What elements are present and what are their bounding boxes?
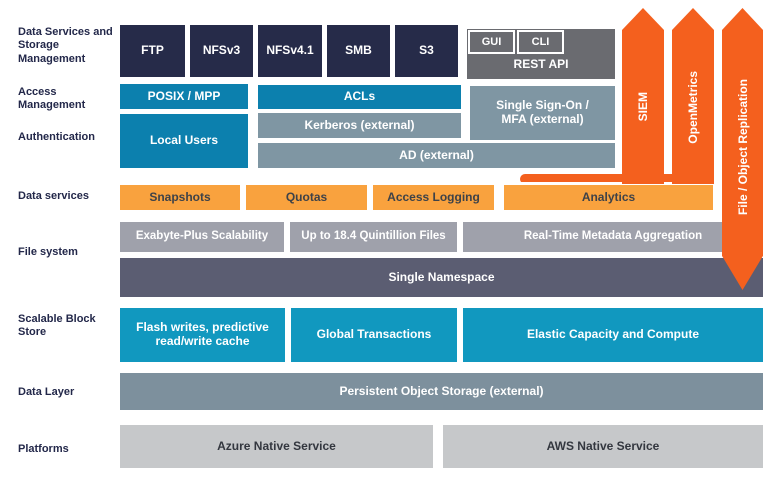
ad-external-box: AD (external) <box>258 143 615 168</box>
row-label-data-services-storage: Data Services and Storage Management <box>18 26 113 65</box>
snapshots-bar: Snapshots <box>120 185 240 210</box>
file-object-replication-arrow: File / Object Replication <box>722 8 763 290</box>
siem-arrow-label: SIEM <box>636 92 650 122</box>
persistent-object-storage-bar: Persistent Object Storage (external) <box>120 373 763 410</box>
azure-native-service-box: Azure Native Service <box>120 425 433 468</box>
sso-mfa-box: Single Sign-On / MFA (external) <box>470 86 615 140</box>
row-label-data-services: Data services <box>18 190 89 202</box>
analytics-bar: Analytics <box>501 182 716 213</box>
quintillion-files-bar: Up to 18.4 Quintillion Files <box>290 222 457 252</box>
row-label-scalable-block-store: Scalable Block Store <box>18 313 96 339</box>
file-object-replication-arrow-label: File / Object Replication <box>735 78 750 216</box>
quotas-bar: Quotas <box>246 185 367 210</box>
local-users-box: Local Users <box>120 114 248 168</box>
kerberos-box: Kerberos (external) <box>258 113 461 138</box>
access-logging-bar: Access Logging <box>373 185 494 210</box>
row-label-access-management: Access Management <box>18 86 86 112</box>
global-transactions-box: Global Transactions <box>291 308 457 362</box>
protocol-box-smb: SMB <box>327 25 390 77</box>
protocol-box-nfsv3: NFSv3 <box>190 25 253 77</box>
openmetrics-arrow-label: OpenMetrics <box>686 70 700 144</box>
cli-box: CLI <box>517 30 564 54</box>
posix-mpp-box: POSIX / MPP <box>120 84 248 109</box>
openmetrics-arrow: OpenMetrics <box>672 8 714 184</box>
aws-native-service-box: AWS Native Service <box>443 425 763 468</box>
exabyte-scalability-bar: Exabyte-Plus Scalability <box>120 222 284 252</box>
gui-box: GUI <box>468 30 515 54</box>
rest-api-label: REST API <box>513 57 569 72</box>
row-label-data-layer: Data Layer <box>18 386 75 398</box>
protocol-box-s3: S3 <box>395 25 458 77</box>
protocol-box-ftp: FTP <box>120 25 185 77</box>
protocol-box-nfsv41: NFSv4.1 <box>258 25 322 77</box>
elastic-capacity-box: Elastic Capacity and Compute <box>463 308 763 362</box>
row-label-authentication: Authentication <box>18 131 95 143</box>
flash-writes-box: Flash writes, predictive read/write cach… <box>120 308 285 362</box>
row-label-file-system: File system <box>18 246 78 258</box>
row-label-platforms: Platforms <box>18 443 69 455</box>
single-namespace-bar: Single Namespace <box>120 258 763 297</box>
siem-arrow: SIEM <box>622 8 664 184</box>
acls-box: ACLs <box>258 85 461 109</box>
analytics-to-arrows-connector <box>520 174 714 184</box>
realtime-metadata-bar: Real-Time Metadata Aggregation <box>463 222 763 252</box>
